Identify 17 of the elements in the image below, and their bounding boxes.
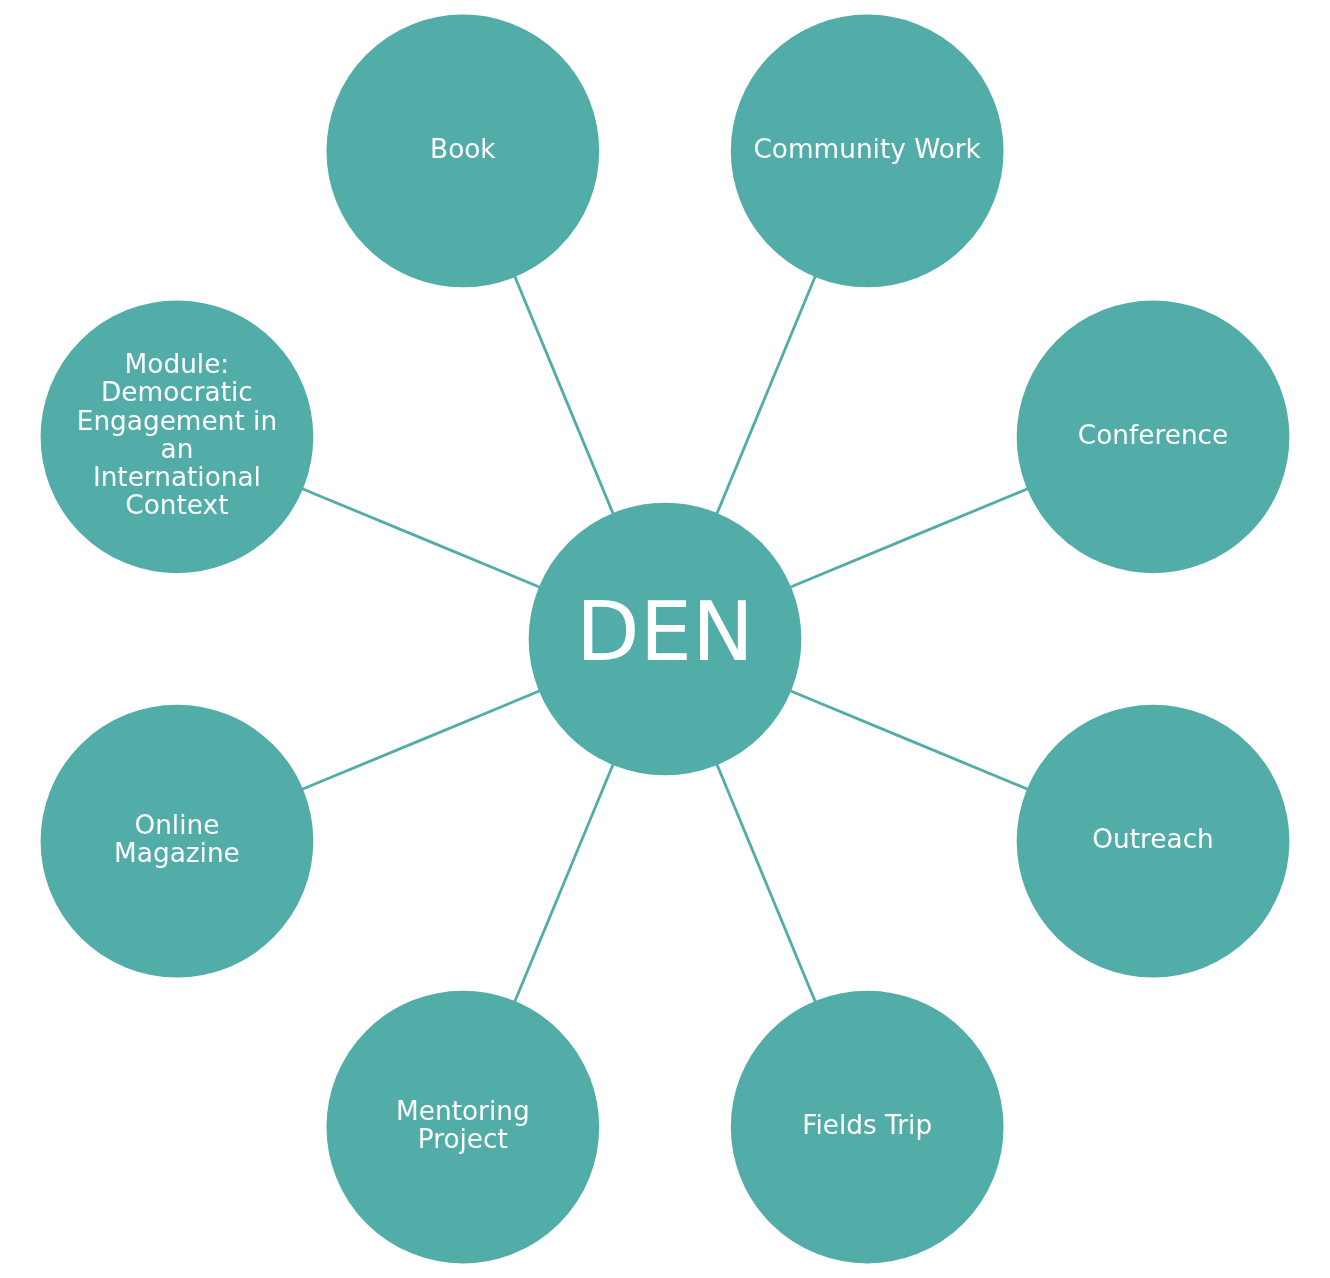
node-circle: Conference bbox=[1016, 300, 1290, 574]
connector bbox=[301, 487, 540, 589]
connector bbox=[715, 275, 817, 514]
node-circle: DEN bbox=[528, 502, 802, 776]
node-circle: Module: Democratic Engagement in an International Context bbox=[40, 300, 314, 574]
connector bbox=[513, 764, 615, 1003]
node-circle: Community Work bbox=[730, 14, 1004, 288]
connector bbox=[301, 689, 540, 791]
connector bbox=[513, 275, 615, 514]
connector bbox=[790, 689, 1029, 791]
node-circle: Fields Trip bbox=[730, 990, 1004, 1264]
node-circle: Book bbox=[326, 14, 600, 288]
connector bbox=[790, 487, 1029, 589]
node-circle: Mentoring Project bbox=[326, 990, 600, 1264]
connector bbox=[715, 764, 817, 1003]
node-circle: Outreach bbox=[1016, 704, 1290, 978]
node-circle: Online Magazine bbox=[40, 704, 314, 978]
